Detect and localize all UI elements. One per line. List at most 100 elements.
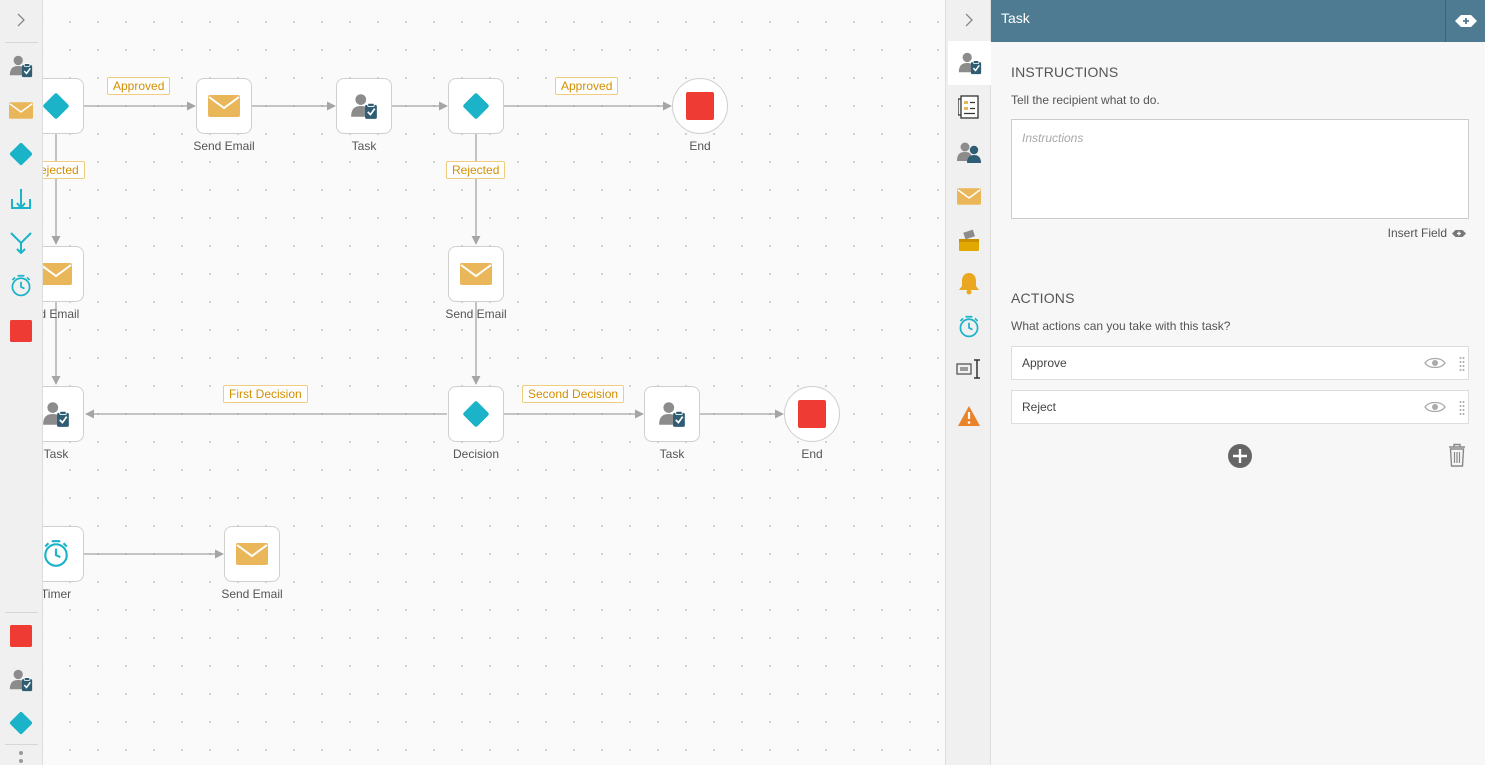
insert-field-label: Insert Field: [1387, 226, 1447, 240]
node-label: Timer: [43, 587, 72, 601]
users-icon: [957, 142, 981, 163]
email-icon: [460, 263, 492, 285]
panel-collapse-button[interactable]: [956, 7, 982, 33]
tab-task-properties[interactable]: [948, 41, 992, 85]
tab-text-field[interactable]: [955, 355, 983, 383]
toolbox-recent-decision[interactable]: [7, 709, 35, 737]
node-label: Decision: [452, 447, 500, 461]
eye-icon[interactable]: [1424, 356, 1446, 370]
tab-errors[interactable]: [955, 402, 983, 430]
tab-voting[interactable]: [955, 226, 983, 254]
decision-icon: [8, 710, 34, 736]
email-icon: [9, 102, 33, 119]
decision-node[interactable]: [448, 78, 504, 134]
timer-node[interactable]: [43, 526, 84, 582]
send-email-node[interactable]: [43, 246, 84, 302]
properties-tab-strip: [945, 0, 992, 765]
send-email-node[interactable]: [448, 246, 504, 302]
email-icon: [43, 263, 72, 285]
drag-handle-icon[interactable]: [1459, 356, 1465, 372]
decision-icon: [461, 91, 491, 121]
tab-timer[interactable]: [955, 313, 983, 341]
branch-label-rejected[interactable]: Rejected: [446, 161, 506, 179]
toolbox: [0, 0, 43, 765]
send-email-node[interactable]: [196, 78, 252, 134]
node-label: Task: [43, 447, 69, 461]
end-node[interactable]: [672, 78, 728, 134]
toolbox-decision[interactable]: [7, 140, 35, 168]
decision-icon: [43, 91, 71, 121]
action-row-reject: [1011, 390, 1469, 424]
action-row-approve: [1011, 346, 1469, 380]
node-label: Send Email: [221, 587, 283, 601]
tab-participants[interactable]: [955, 138, 983, 166]
toolbox-timer[interactable]: [7, 272, 35, 300]
workflow-canvas[interactable]: Send Email Task End nd Email Send Email …: [43, 0, 945, 765]
end-node[interactable]: [784, 386, 840, 442]
toolbox-end[interactable]: [7, 317, 35, 345]
toolbox-merge[interactable]: [7, 228, 35, 256]
action-name-input[interactable]: [1022, 356, 1402, 370]
form-icon: [958, 95, 979, 119]
more-icon: [19, 751, 23, 763]
task-icon: [349, 91, 379, 121]
decision-icon: [8, 141, 34, 167]
end-icon: [10, 625, 32, 647]
ballot-icon: [959, 229, 979, 251]
timer-icon: [9, 274, 33, 298]
actions-heading: ACTIONS: [1011, 290, 1075, 306]
branch-label-second-decision[interactable]: Second Decision: [522, 385, 625, 403]
task-node[interactable]: [43, 386, 84, 442]
add-action-button[interactable]: [1227, 443, 1253, 469]
warning-icon: [958, 406, 980, 426]
email-icon: [208, 95, 240, 117]
task-icon: [8, 53, 34, 79]
toolbox-more[interactable]: [7, 748, 35, 765]
toolbox-divider: [5, 612, 38, 613]
node-label: End: [689, 139, 711, 153]
branch-label-first-decision[interactable]: First Decision: [223, 385, 308, 403]
decision-node[interactable]: [448, 386, 504, 442]
expand-arrows-icon: [1454, 15, 1477, 27]
delete-action-button[interactable]: [1448, 443, 1466, 467]
task-icon: [957, 50, 983, 76]
end-icon: [798, 400, 826, 428]
node-label: End: [801, 447, 823, 461]
toolbox-recent-end[interactable]: [7, 622, 35, 650]
branch-label-approved[interactable]: Approved: [107, 77, 171, 95]
bell-icon: [959, 273, 979, 295]
send-email-node[interactable]: [224, 526, 280, 582]
branch-label-rejected[interactable]: ejected: [43, 161, 85, 179]
timer-icon: [957, 315, 981, 339]
action-name-input[interactable]: [1022, 400, 1402, 414]
decision-node[interactable]: [43, 78, 84, 134]
end-icon: [686, 92, 714, 120]
tab-email[interactable]: [955, 182, 983, 210]
eye-icon[interactable]: [1424, 400, 1446, 414]
toolbox-expand-button[interactable]: [8, 7, 34, 33]
tab-form[interactable]: [955, 93, 983, 121]
task-node[interactable]: [336, 78, 392, 134]
drag-handle-icon[interactable]: [1459, 400, 1465, 416]
node-label: nd Email: [43, 307, 80, 321]
toolbox-email[interactable]: [7, 96, 35, 124]
insert-field-icon: [1452, 229, 1466, 237]
properties-panel: Task INSTRUCTIONS Tell the recipient wha…: [991, 0, 1485, 765]
toolbox-divider: [5, 744, 38, 745]
email-icon: [236, 543, 268, 565]
panel-title: Task: [1001, 10, 1030, 26]
instructions-description: Tell the recipient what to do.: [1011, 93, 1160, 107]
connector-lines: [51, 101, 784, 559]
branch-label-approved[interactable]: Approved: [555, 77, 619, 95]
tab-notifications[interactable]: [955, 269, 983, 297]
actions-description: What actions can you take with this task…: [1011, 319, 1231, 333]
toolbox-task[interactable]: [7, 52, 35, 80]
node-label: Task: [659, 447, 685, 461]
insert-field-link[interactable]: Insert Field: [1388, 226, 1467, 240]
instructions-field[interactable]: [1011, 119, 1469, 219]
task-node[interactable]: [644, 386, 700, 442]
expand-panel-button[interactable]: [1445, 0, 1485, 42]
toolbox-recent-task[interactable]: [7, 666, 35, 694]
toolbox-split[interactable]: [7, 185, 35, 213]
toolbox-divider: [5, 42, 38, 43]
